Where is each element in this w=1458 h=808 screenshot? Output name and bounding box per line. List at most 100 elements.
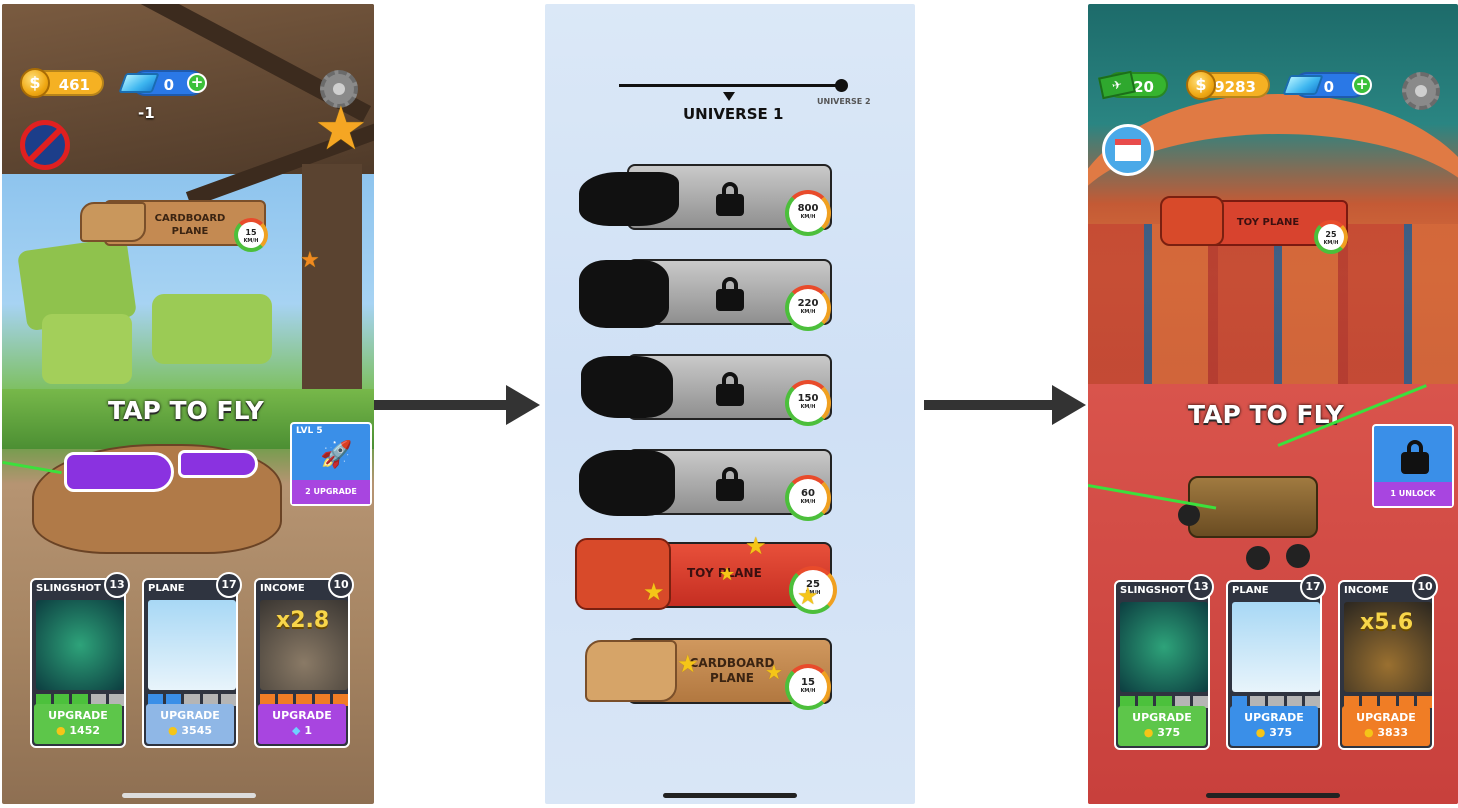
wheel	[1178, 504, 1200, 526]
income-upgrade-card[interactable]: INCOME 10 x5.6 UPGRADE ● 3833	[1338, 574, 1438, 750]
coin-count: 461	[58, 76, 90, 94]
upgrade-progress	[148, 694, 237, 706]
unlock-cost: 1	[1390, 489, 1396, 498]
income-multiplier: x5.6	[1360, 610, 1414, 635]
card-level: 10	[328, 572, 354, 598]
speed-value: 15	[245, 228, 257, 237]
income-upgrade-card[interactable]: INCOME 10 x2.8 UPGRADE◆ 1	[254, 572, 354, 748]
star-sparkle-icon: ★	[745, 532, 767, 560]
universe-node[interactable]	[835, 79, 848, 92]
upgrade-cost: 375	[1269, 726, 1293, 739]
coin-icon: $	[1186, 70, 1216, 100]
unlock-card[interactable]: 1 UNLOCK	[1372, 424, 1454, 508]
upgrade-label: UPGRADE	[1132, 711, 1192, 724]
floatplane-silhouette	[579, 450, 675, 516]
star-decoration-icon: ★	[300, 248, 320, 273]
seaplane-silhouette	[581, 356, 673, 418]
coin-count: 9283	[1214, 78, 1256, 96]
upgrade-progress	[1120, 696, 1209, 708]
lock-icon	[715, 467, 745, 501]
add-gems-button[interactable]: +	[187, 73, 207, 93]
arrow-head-icon	[506, 385, 540, 425]
home-indicator[interactable]	[122, 793, 256, 798]
speed-value: 60	[801, 488, 815, 499]
home-indicator[interactable]	[1206, 793, 1340, 798]
upgrade-label: UPGRADE	[48, 709, 108, 722]
speed-value: 25	[1325, 230, 1337, 239]
coin-icon: ●	[1143, 726, 1154, 739]
plane-upgrade-card[interactable]: PLANE 17 UPGRADE● 3545	[142, 572, 242, 748]
plane-upgrade-card[interactable]: PLANE 17 UPGRADE● 375	[1226, 574, 1326, 750]
income-upgrade-button[interactable]: UPGRADE◆ 1	[258, 704, 346, 744]
airliner-silhouette	[579, 172, 679, 226]
booster-upgrade-label: UPGRADE	[313, 487, 357, 496]
add-gems-button[interactable]: +	[1352, 75, 1372, 95]
card-level: 17	[216, 572, 242, 598]
settings-gear-icon[interactable]	[320, 70, 358, 108]
booster-upgrade-button[interactable]: 2 UPGRADE	[292, 480, 370, 504]
coin-icon: ●	[167, 724, 178, 737]
plane-upgrade-button[interactable]: UPGRADE● 3545	[146, 704, 234, 744]
shop-button[interactable]	[1102, 124, 1154, 176]
speed-unit: KM/H	[800, 404, 816, 410]
gem-icon: ◆	[292, 724, 301, 737]
slingshot-upgrade-card[interactable]: SLINGSHOT 13 UPGRADE● 375	[1114, 574, 1214, 750]
slingshot-upgrade-card[interactable]: SLINGSHOT 13 UPGRADE● 1452	[30, 572, 130, 748]
speed-unit: KM/H	[800, 499, 816, 505]
plane-name: CARDBOARD PLANE	[154, 213, 226, 237]
settings-gear-icon[interactable]	[1402, 72, 1440, 110]
speed-unit: KM/H	[800, 688, 816, 694]
upgrade-cost: 375	[1157, 726, 1181, 739]
speed-unit: KM/H	[800, 214, 816, 220]
star-sparkle-icon: ★	[765, 660, 783, 684]
speed-value: 15	[801, 677, 815, 688]
toy-plane-icon	[575, 538, 671, 610]
plane-name: TOY PLANE	[687, 566, 762, 580]
home-indicator[interactable]	[663, 793, 797, 798]
star-sparkle-icon: ★	[677, 650, 699, 678]
tap-to-fly-text[interactable]: TAP TO FLY	[108, 396, 264, 425]
card-level: 13	[104, 572, 130, 598]
universe-next-label[interactable]: UNIVERSE 2	[817, 97, 871, 106]
wheel	[1246, 546, 1270, 570]
coin-icon: ●	[1363, 726, 1374, 739]
coin-icon: $	[20, 68, 50, 98]
plane-icon	[148, 600, 236, 690]
plane-icon	[1232, 602, 1320, 692]
lock-icon	[1400, 440, 1430, 474]
slingshot-upgrade-button[interactable]: UPGRADE ● 375	[1118, 706, 1206, 746]
lock-icon	[715, 182, 745, 216]
booster-level: LVL 5	[296, 426, 323, 436]
unlock-button[interactable]: 1 UNLOCK	[1374, 482, 1452, 506]
card-level: 10	[1412, 574, 1438, 600]
gem-icon	[1282, 75, 1324, 95]
plane-upgrade-button[interactable]: UPGRADE● 375	[1230, 706, 1318, 746]
income-coin-stack-icon: x5.6	[1344, 602, 1432, 692]
gem-count: 0	[163, 76, 174, 94]
card-level: 13	[1188, 574, 1214, 600]
star-sparkle-icon: ★	[719, 564, 736, 585]
upgrade-label: UPGRADE	[1356, 711, 1416, 724]
speed-value: 220	[797, 298, 819, 309]
slingshot-upgrade-button[interactable]: UPGRADE● 1452	[34, 704, 122, 744]
plane-name: TOY PLANE	[1236, 217, 1300, 228]
no-ads-button[interactable]	[20, 120, 70, 170]
card-title: INCOME	[1344, 585, 1389, 596]
upgrade-progress	[1344, 696, 1433, 708]
flow-arrow	[374, 400, 512, 410]
booster-upgrade-card[interactable]: LVL 5 🚀 2 UPGRADE	[290, 422, 372, 506]
tap-to-fly-text[interactable]: TAP TO FLY	[1188, 400, 1344, 429]
upgrade-cost: 3545	[181, 724, 213, 737]
upgrade-cost: 3833	[1377, 726, 1409, 739]
speed-unit: KM/H	[800, 309, 816, 315]
income-upgrade-button[interactable]: UPGRADE ● 3833	[1342, 706, 1430, 746]
lock-icon	[715, 277, 745, 311]
ticket-count: 20	[1133, 78, 1154, 96]
arrow-head-icon	[1052, 385, 1086, 425]
